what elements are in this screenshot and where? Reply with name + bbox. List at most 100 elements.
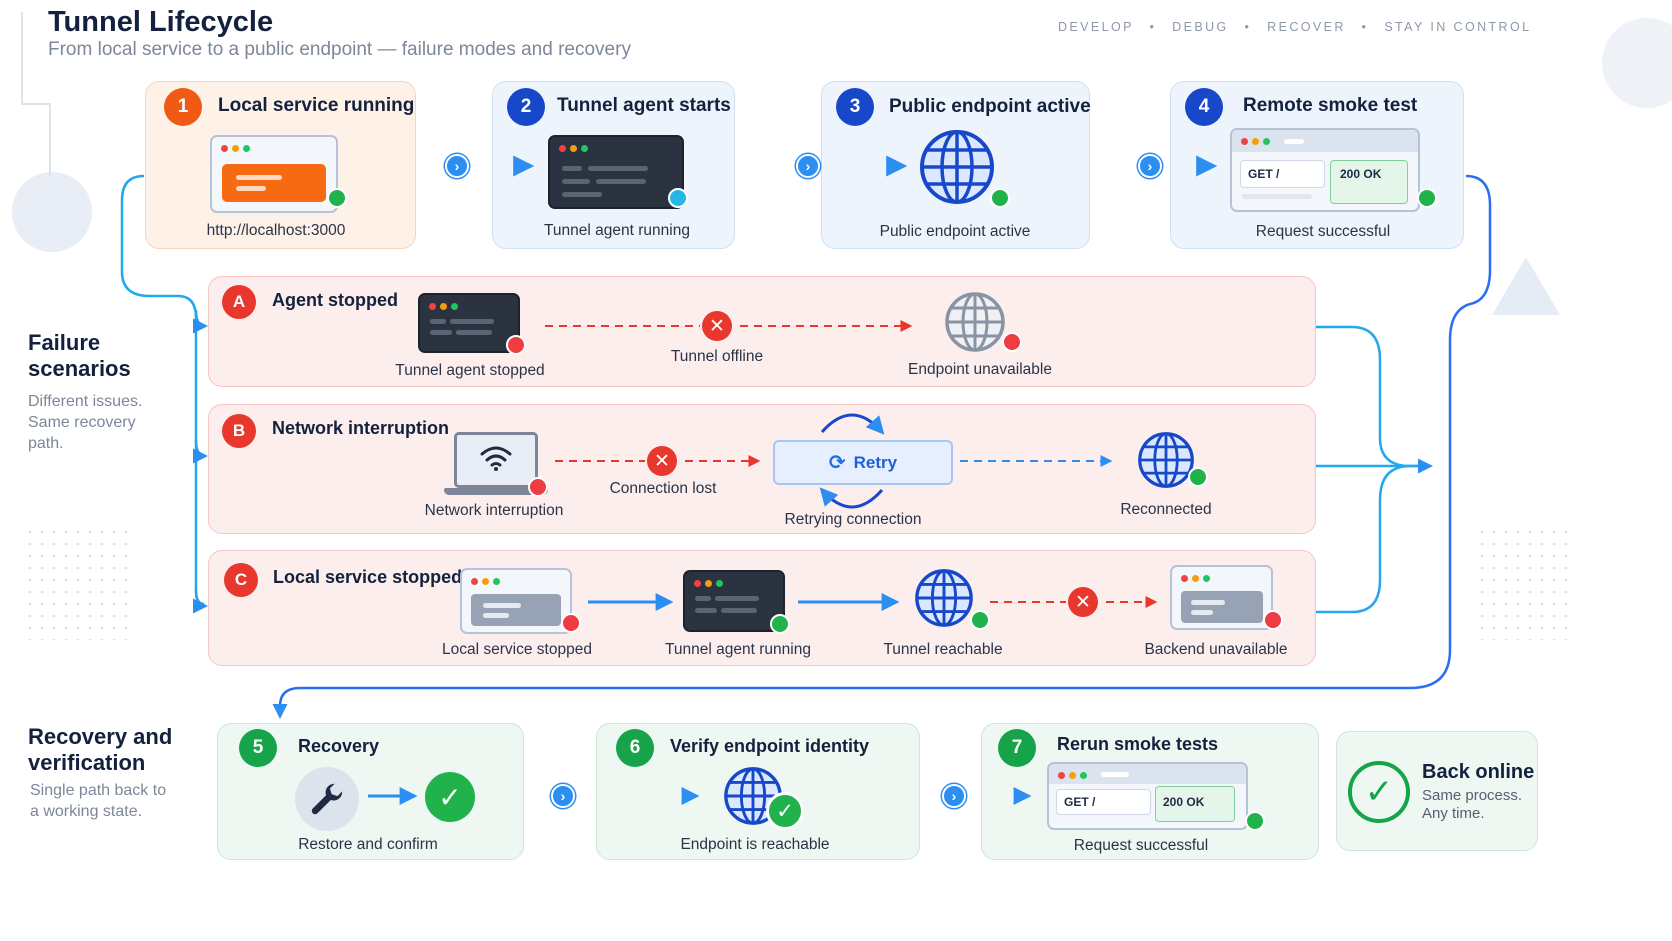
status-dot-ok — [970, 610, 990, 630]
status-dot-ok — [990, 188, 1010, 208]
status-dot-error — [1002, 332, 1022, 352]
step-title-6: Verify endpoint identity — [670, 736, 870, 756]
decor-corner-line — [21, 12, 51, 176]
step-title-4: Remote smoke test — [1243, 95, 1418, 116]
status-dot-running — [668, 188, 688, 208]
tag-separator: • — [1244, 20, 1252, 34]
tag-recover: RECOVER — [1267, 20, 1346, 34]
status-dot-error — [528, 477, 548, 497]
failure-a-caption-1: Tunnel agent stopped — [395, 362, 545, 379]
smoke-test-window-icon: GET / 200 OK — [1047, 762, 1248, 830]
step-title-5: Recovery — [298, 736, 380, 756]
tag-separator: • — [1149, 20, 1157, 34]
flow-node-icon: › — [796, 154, 820, 178]
failure-letter-c: C — [224, 563, 258, 597]
retry-label: Retry — [853, 452, 898, 472]
decor-dot-grid-left — [28, 530, 128, 640]
status-dot-ok — [1245, 811, 1265, 831]
wrench-icon — [295, 767, 359, 831]
page-title: Tunnel Lifecycle — [48, 6, 274, 38]
globe-offline-icon — [945, 292, 1005, 352]
recovery-section-title: Recovery and verification — [28, 724, 173, 775]
failure-b-caption-2: Connection lost — [609, 480, 717, 497]
retry-button[interactable]: ⟳ Retry — [773, 440, 953, 485]
globe-icon — [1138, 432, 1194, 488]
terminal-window-icon — [418, 293, 520, 353]
refresh-icon: ⟳ — [828, 452, 846, 474]
failure-b-caption-3: Retrying connection — [784, 511, 922, 528]
header-tags: DEVELOP • DEBUG • RECOVER • STAY IN CONT… — [1058, 20, 1531, 34]
step-number-6: 6 — [616, 729, 654, 767]
failure-a-caption-2: Tunnel offline — [670, 348, 764, 365]
request-label: GET / — [1248, 167, 1280, 181]
browser-window-icon — [460, 568, 572, 634]
terminal-window-icon — [683, 570, 785, 632]
recovery-caption-6: Endpoint is reachable — [680, 836, 830, 853]
browser-window-icon — [210, 135, 338, 213]
browser-window-icon — [1170, 565, 1273, 630]
step-number-5: 5 — [239, 729, 277, 767]
failure-c-caption-3: Tunnel reachable — [883, 641, 1003, 658]
branch-arrow-b — [192, 439, 208, 464]
flow-node-icon: › — [445, 154, 469, 178]
failure-c-caption-2: Tunnel agent running — [665, 641, 811, 658]
tag-debug: DEBUG — [1172, 20, 1229, 34]
step-number-3: 3 — [836, 88, 874, 126]
tag-separator: • — [1361, 20, 1369, 34]
x-mark-icon: ✕ — [647, 446, 677, 476]
step-number-2: 2 — [507, 88, 545, 126]
step-number-1: 1 — [164, 88, 202, 126]
failure-title-b: Network interruption — [272, 418, 450, 438]
back-online-title: Back online — [1422, 761, 1535, 783]
recovery-caption-7: Request successful — [1073, 837, 1209, 854]
failure-title-c: Local service stopped — [273, 567, 463, 587]
terminal-window-icon — [548, 135, 684, 209]
decor-circle-left — [12, 172, 92, 252]
step-caption-2: Tunnel agent running — [544, 222, 690, 239]
failure-c-caption-1: Local service stopped — [442, 641, 592, 658]
x-mark-icon: ✕ — [702, 311, 732, 341]
response-label: 200 OK — [1163, 795, 1205, 809]
check-circle-icon: ✓ — [425, 772, 475, 822]
flow-node-icon: › — [942, 784, 966, 808]
status-dot-ok — [1188, 467, 1208, 487]
branch-arrow-a — [192, 309, 208, 334]
decor-triangle — [1492, 257, 1560, 315]
globe-icon — [915, 569, 973, 627]
flow-node-icon: › — [1138, 154, 1162, 178]
failure-c-caption-4: Backend unavailable — [1144, 641, 1288, 658]
back-online-line-1: Same process. — [1422, 787, 1523, 804]
failure-letter-a: A — [222, 285, 256, 319]
status-dot-error — [506, 335, 526, 355]
tag-develop: DEVELOP — [1058, 20, 1134, 34]
failure-a-caption-3: Endpoint unavailable — [908, 361, 1052, 378]
merge-c — [1316, 464, 1411, 614]
tag-stay-in-control: STAY IN CONTROL — [1384, 20, 1532, 34]
step-caption-3: Public endpoint active — [879, 223, 1031, 240]
request-label: GET / — [1064, 795, 1096, 809]
back-online-line-2: Any time. — [1422, 805, 1485, 822]
failure-section-subtitle: Different issues. Same recovery path. — [28, 393, 143, 452]
response-label: 200 OK — [1340, 167, 1382, 181]
decor-circle-right — [1602, 18, 1672, 108]
flow-node-icon: › — [551, 784, 575, 808]
status-dot-ok — [770, 614, 790, 634]
step-caption-4: Request successful — [1255, 223, 1391, 240]
globe-icon — [920, 130, 994, 204]
status-dot-ok — [1417, 188, 1437, 208]
smoke-test-window-icon: GET / 200 OK — [1230, 128, 1420, 212]
x-mark-icon: ✕ — [1068, 587, 1098, 617]
recovery-caption-5: Restore and confirm — [298, 836, 438, 853]
step-title-1: Local service running — [218, 95, 415, 116]
step-title-2: Tunnel agent starts — [557, 95, 731, 116]
step-caption-1: http://localhost:3000 — [206, 222, 346, 239]
failure-letter-b: B — [222, 414, 256, 448]
check-badge-icon: ✓ — [766, 792, 804, 830]
failure-section-title: Failure scenarios — [28, 330, 131, 381]
recovery-section-subtitle: Single path back to a working state. — [30, 782, 167, 820]
failure-b-caption-1: Network interruption — [424, 502, 564, 519]
decor-dot-grid-right — [1480, 530, 1570, 640]
failure-b-caption-4: Reconnected — [1120, 501, 1212, 518]
step-number-4: 4 — [1185, 88, 1223, 126]
merge-a — [1316, 325, 1430, 468]
